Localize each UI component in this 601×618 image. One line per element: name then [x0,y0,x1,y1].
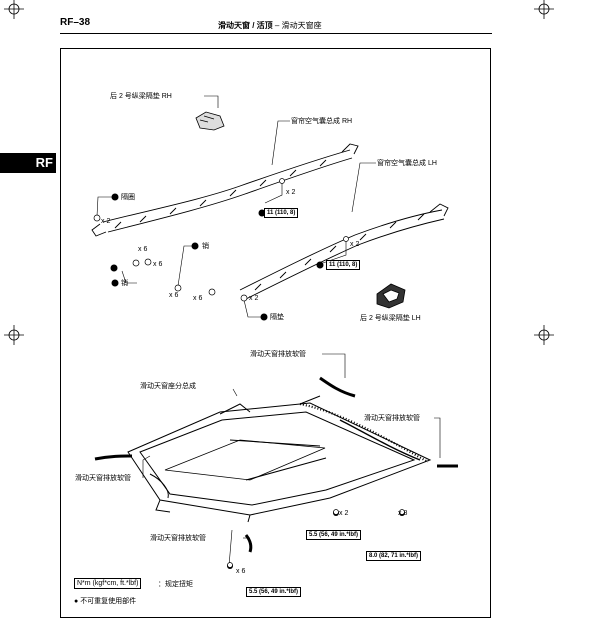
qty-housing-bolt: x 2 [339,510,349,517]
label-grommet: 隔圈 [121,194,135,201]
nonreusable-dot-icon: ● [74,598,79,605]
rear-spacer-lh-part [376,283,406,309]
drain-hose-bottom-part [244,534,253,553]
torque-housing-b: 8.0 (82, 71 in.*lbf) [366,551,422,561]
legend-torque-desc: ：规定扭矩 [158,581,193,588]
qty-pin-c: x 6 [169,292,179,299]
label-pin-upper: 销 [202,243,209,250]
drain-hoses [94,376,458,553]
section-tab: RF [0,153,56,173]
label-pin-lower: 销 [121,280,128,287]
exploded-diagram [4,0,554,569]
torque-housing-a: 5.5 (56, 49 in.*lbf) [306,530,362,540]
label-drain-hose-bottom: 滑动天窗排放软管 [150,535,206,542]
label-curtain-airbag-rh: 窗帘空气囊总成 RH [291,118,353,125]
page-code: RF–38 [60,17,91,28]
rear-spacer-rh-part [195,111,225,131]
drain-hose-left-part [94,454,133,461]
qty-lh-airbag: x 2 [350,241,360,248]
housing-bolts [227,509,405,568]
subsection-title: 滑动天窗座 [281,21,322,30]
curtain-airbag-lh-part [239,203,449,301]
drain-hose-top-part [319,376,356,398]
torque-housing-c: 5.5 (56, 49 in.*lbf) [246,587,302,597]
qty-housing-nut: x 8 [398,510,408,517]
title-separator: – [274,21,280,30]
qty-spacer: x 2 [249,295,259,302]
legend-torque-unit: N*m (kgf*cm, ft.*lbf) [74,578,142,589]
label-curtain-airbag-lh: 窗帘空气囊总成 LH [377,160,437,167]
small-fasteners [93,178,349,302]
label-rear-spacer-rh: 后 2 号纵梁隔垫 RH [110,93,172,100]
label-drain-hose-top: 滑动天窗排放软管 [250,351,306,358]
page-title: 滑动天窗 / 活顶 – 滑动天窗座 [218,20,322,31]
header-rule [60,33,492,34]
qty-bottom-bolt: x 6 [236,568,246,575]
qty-rh-airbag: x 2 [286,189,296,196]
label-housing-sub-assy: 滑动天窗座分总成 [140,383,196,390]
reg-mark-mid-left [4,325,24,345]
reg-mark-mid-right [534,325,554,345]
qty-grommet: x 2 [101,218,111,225]
registration-marks [4,0,554,345]
label-spacer: 隔垫 [270,314,284,321]
reg-mark-top-left [4,0,24,19]
qty-pin-a: x 6 [138,246,148,253]
qty-pin-b: x 6 [153,261,163,268]
sunroof-housing-part [127,395,432,523]
label-drain-hose-right: 滑动天窗排放软管 [364,415,420,422]
torque-lh-airbag: 11 (110, 8) [326,260,361,270]
reg-mark-top-right [534,0,554,19]
section-title: 滑动天窗 / 活顶 [218,21,273,30]
torque-rh-airbag: 11 (110, 8) [264,208,299,218]
curtain-airbag-rh-part [91,143,359,237]
legend-nonreusable-text: 不可重复使用部件 [80,598,137,605]
label-rear-spacer-lh: 后 2 号纵梁隔垫 LH [360,315,421,322]
label-drain-hose-left: 滑动天窗排放软管 [75,475,131,482]
qty-pin-d: x 6 [193,295,203,302]
legend-nonreusable: ● 不可重复使用部件 [74,597,136,606]
